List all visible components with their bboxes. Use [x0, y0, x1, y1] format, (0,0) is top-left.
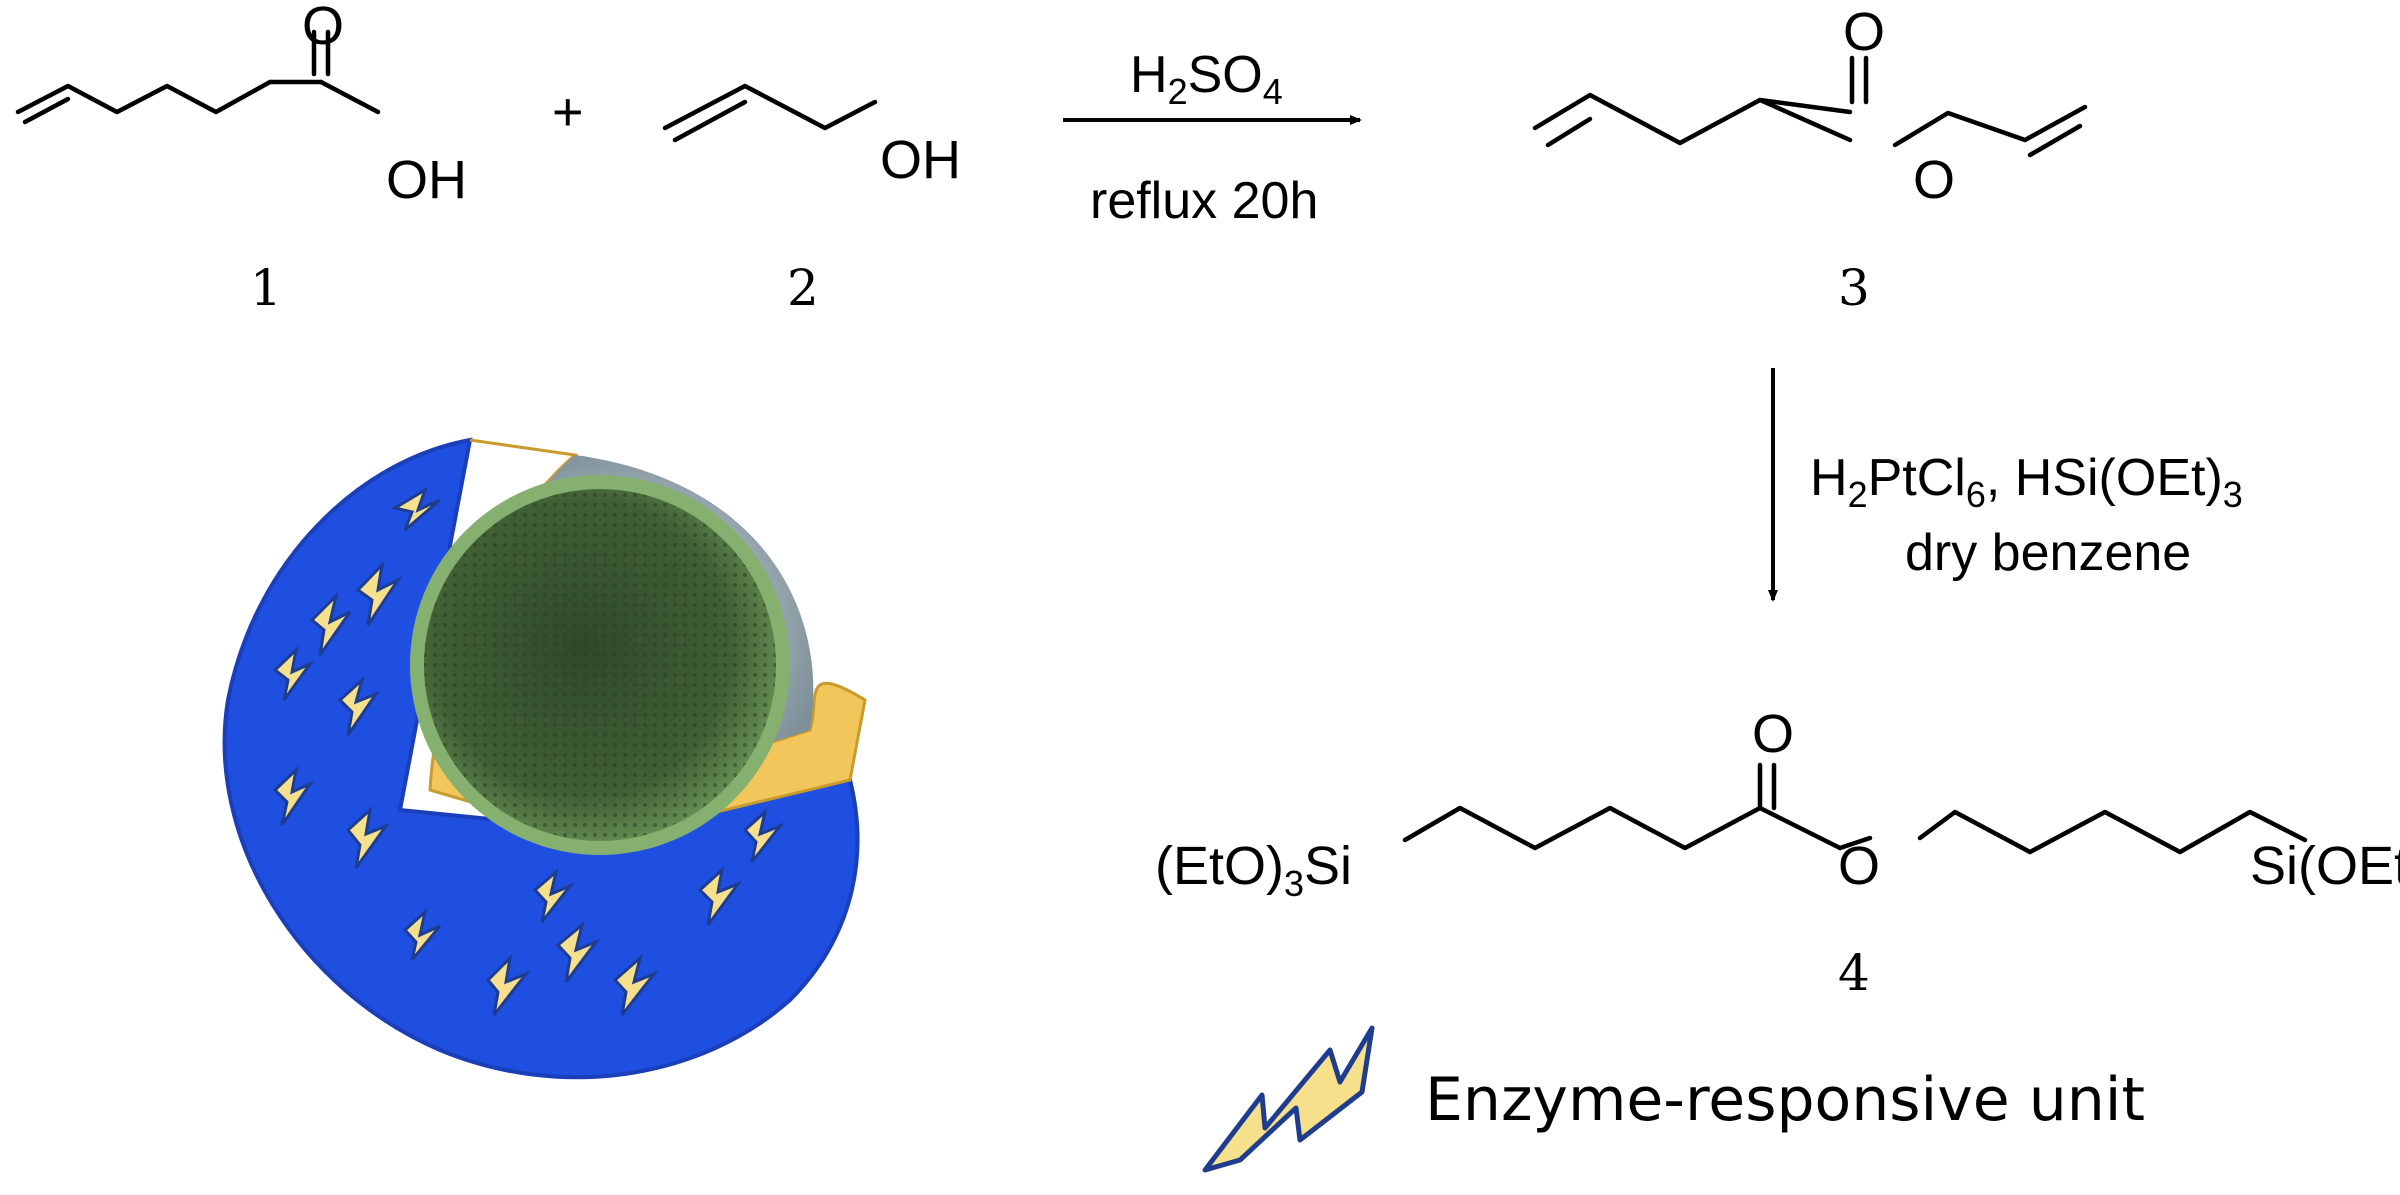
compound-3-carbonyl-o: O — [1843, 2, 1885, 62]
lightning-bolt-icon — [612, 953, 659, 1016]
compound-4-right-silyl-group: Si(OEt)3 — [2250, 836, 2400, 904]
plus-sign: + — [552, 82, 584, 142]
step2-solvent: dry benzene — [1905, 524, 2191, 582]
compound-4-carbonyl-o: O — [1752, 704, 1794, 764]
lightning-bolt-icon — [345, 805, 391, 869]
lightning-bolt-icon — [555, 920, 601, 983]
compound-2-hydroxyl-label: OH — [880, 130, 961, 190]
compound-1-carbonyl-o: O — [302, 0, 344, 56]
compound-2-skeleton — [662, 83, 878, 143]
lightning-bolt-icon — [1202, 1025, 1375, 1173]
compound-1-number: 1 — [250, 259, 282, 317]
lightning-bolt-icon — [272, 765, 315, 826]
compound-3-ester-o: O — [1913, 150, 1955, 210]
step2-reaction-arrow: H2PtCl6, HSi(OEt)3 dry benzene — [1768, 368, 2243, 602]
lightning-bolt-icon — [485, 953, 531, 1016]
compound-2-number: 2 — [787, 259, 819, 317]
lightning-bolt-icon — [391, 486, 441, 532]
step1-reagent: H2SO4 — [1130, 46, 1283, 112]
compound-3-skeleton — [1532, 55, 2088, 158]
step2-reagent: H2PtCl6, HSi(OEt)3 — [1810, 449, 2243, 515]
lightning-bolt-icon — [309, 591, 352, 656]
compound-4-left-silyl-group: (EtO)3Si — [1155, 836, 1352, 904]
step1-condition: reflux 20h — [1090, 172, 1318, 230]
compound-3: O O 3 — [1532, 2, 2088, 317]
lightning-bolt-icon — [697, 865, 743, 926]
compound-3-number: 3 — [1838, 259, 1870, 317]
compound-1-skeleton — [15, 29, 381, 125]
shell-lightning-bolts — [272, 486, 785, 1016]
nanoparticle-illustration — [222, 437, 867, 1080]
compound-4-number: 4 — [1838, 944, 1870, 1002]
lightning-bolt-icon — [532, 867, 575, 923]
compound-4-skeleton — [1402, 762, 2308, 855]
compound-4: O O (EtO)3Si Si(OEt)3 4 — [1155, 704, 2400, 1002]
compound-1: O OH 1 — [15, 0, 467, 317]
micelle-core — [410, 475, 790, 855]
lightning-bolt-icon — [402, 907, 442, 961]
step1-reaction-arrow: H2SO4 reflux 20h — [1063, 46, 1362, 230]
lightning-bolt-icon — [272, 645, 315, 701]
legend-label: Enzyme-responsive unit — [1425, 1065, 2145, 1135]
lightning-bolt-icon — [337, 675, 381, 736]
compound-4-ester-o: O — [1838, 836, 1880, 896]
compound-1-hydroxyl-label: OH — [386, 150, 467, 210]
lightning-bolt-icon — [355, 560, 403, 626]
legend: Enzyme-responsive unit — [1202, 1025, 2145, 1173]
lightning-bolt-icon — [742, 807, 785, 863]
compound-2: OH 2 — [662, 83, 961, 317]
